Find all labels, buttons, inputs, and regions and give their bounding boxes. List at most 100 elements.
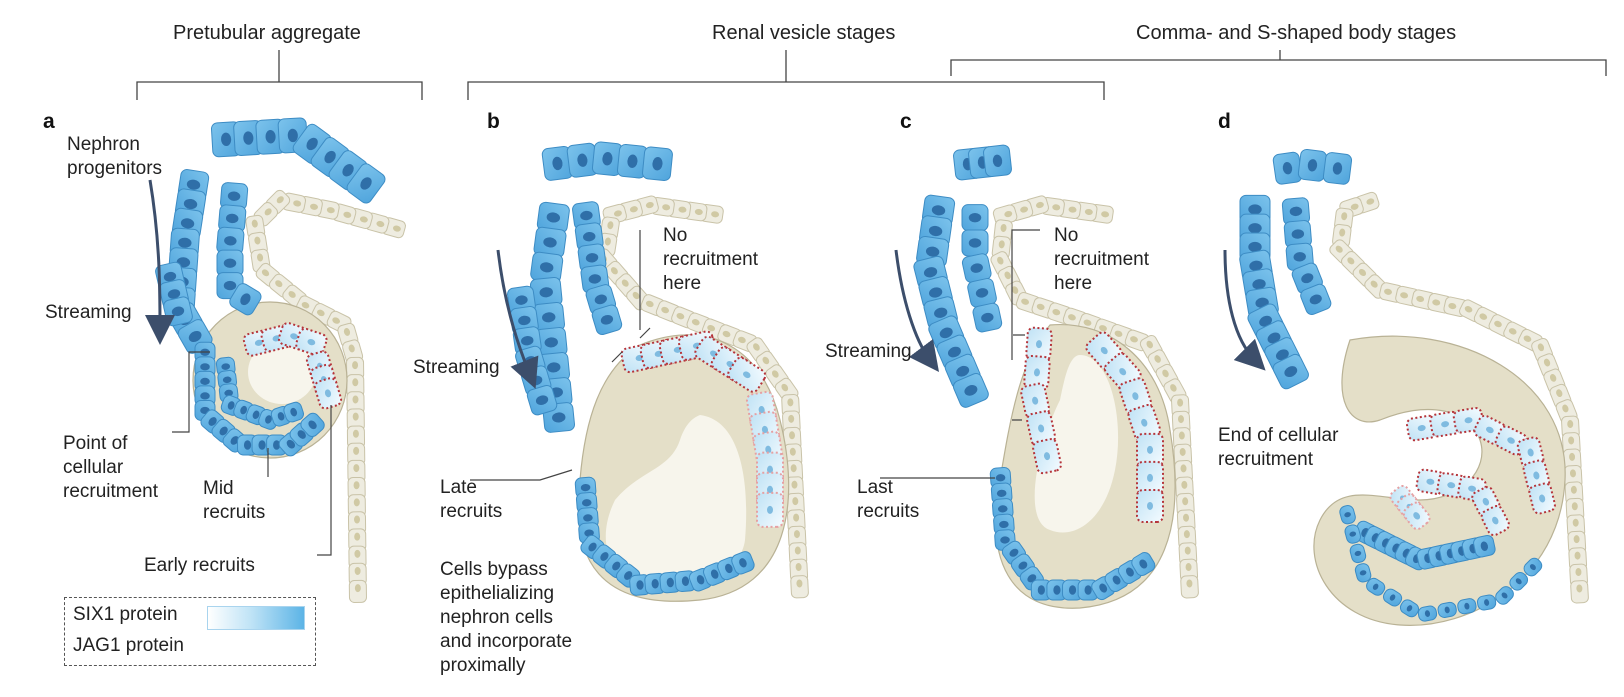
- progenitor-cell: [220, 182, 249, 211]
- progenitor-cell: [572, 201, 601, 230]
- jag1-cell: [1136, 460, 1164, 495]
- progenitor-cell: [229, 283, 262, 316]
- label-early-recruits: Early recruits: [144, 555, 255, 576]
- progenitor-cell: [1473, 534, 1496, 558]
- progenitor-cell: [300, 412, 325, 437]
- jag1-cell: [727, 356, 767, 393]
- legend-box: SIX1 protein JAG1 protein: [64, 597, 316, 666]
- epithelial-cell: [1180, 575, 1199, 599]
- epithelial-cell: [346, 408, 365, 432]
- epithelial-cell: [1570, 580, 1589, 604]
- progenitor-cell: [1437, 601, 1457, 618]
- legend-six1-label: SIX1 protein: [73, 604, 178, 625]
- label-no-recruitment-b: No recruitment here: [663, 225, 759, 294]
- progenitor-cell: [1339, 505, 1356, 525]
- progenitor-cell: [1281, 197, 1311, 226]
- epithelial-cell: [348, 562, 367, 586]
- jag1-cell: [1127, 404, 1162, 442]
- progenitor-cell: [1476, 594, 1497, 611]
- progenitor-cell: [1383, 588, 1403, 607]
- progenitor-cell: [591, 304, 623, 336]
- streaming-arrow: [894, 249, 939, 373]
- jag1-cell: [1528, 482, 1556, 515]
- progenitor-cell: [972, 302, 1003, 333]
- jag1-cell: [1118, 377, 1153, 415]
- progenitor-cell: [218, 204, 247, 233]
- progenitor-cell: [1457, 598, 1477, 615]
- progenitor-cell: [1322, 152, 1353, 185]
- leader-line: [611, 230, 651, 363]
- progenitor-cell: [530, 251, 564, 283]
- streaming-arrow: [496, 249, 539, 389]
- epithelial-cell: [346, 374, 365, 398]
- leader-line: [1011, 229, 1040, 421]
- progenitor-cell: [163, 296, 193, 327]
- progenitor-cell: [346, 163, 386, 204]
- panel-d-letter: d: [1218, 110, 1231, 133]
- epithelial-cell: [348, 579, 367, 603]
- progenitor-cell: [529, 276, 563, 308]
- progenitor-cell: [591, 141, 623, 176]
- progenitor-cell: [961, 253, 992, 283]
- label-streaming-b: Streaming: [413, 357, 500, 378]
- legend-six1-gradient: [207, 606, 305, 630]
- legend-jag1-label: JAG1 protein: [73, 635, 184, 656]
- progenitor-cell: [1131, 552, 1156, 576]
- label-last-recruits: Last recruits: [857, 477, 920, 522]
- s-shaped-body: [1313, 335, 1566, 626]
- renal-vesicle-lumen: [605, 415, 747, 584]
- aggregate-lumen: [248, 340, 316, 404]
- jag1-cell: [1136, 432, 1164, 467]
- progenitor-cell: [952, 373, 989, 408]
- progenitor-cell: [216, 249, 244, 277]
- progenitor-cell: [616, 143, 648, 179]
- progenitor-cell: [577, 243, 607, 273]
- label-point-of-recruitment: Point of cellular recruitment: [63, 433, 159, 502]
- streaming-arrow: [144, 179, 175, 345]
- progenitor-cell: [1272, 353, 1309, 390]
- jag1-cell: [313, 377, 343, 410]
- jag1-cell: [1025, 326, 1053, 362]
- progenitor-cell: [983, 144, 1012, 178]
- progenitor-cell: [566, 142, 599, 178]
- jag1-cell: [1032, 438, 1062, 475]
- progenitor-cell: [1509, 571, 1529, 591]
- label-bypass: Cells bypass epithelializing nephron cel…: [440, 559, 573, 676]
- progenitor-cell: [216, 226, 245, 255]
- progenitor-cell: [1349, 543, 1367, 564]
- label-end-recruitment: End of cellular recruitment: [1218, 425, 1339, 470]
- progenitor-cell: [1344, 524, 1361, 544]
- label-streaming-a: Streaming: [45, 302, 132, 323]
- epithelial-cell: [347, 476, 366, 501]
- epithelial-cell: [348, 545, 367, 569]
- jag1-cell: [295, 327, 328, 357]
- progenitor-cell: [1366, 577, 1386, 596]
- progenitor-cell: [967, 278, 997, 308]
- jag1-cell: [756, 491, 784, 528]
- header-brackets: [136, 50, 1607, 100]
- progenitor-cell: [961, 229, 989, 257]
- progenitor-cell: [731, 551, 755, 575]
- epithelial-cell: [346, 425, 366, 449]
- leader-line: [317, 405, 332, 556]
- header-renal-vesicle: Renal vesicle stages: [712, 22, 896, 44]
- label-nephron-progenitors: Nephron progenitors: [67, 134, 163, 179]
- leader-line: [470, 469, 573, 481]
- epithelial-cell: [790, 575, 809, 599]
- leader-line: [172, 351, 210, 433]
- header-pretubular: Pretubular aggregate: [173, 22, 361, 44]
- panel-a-letter: a: [43, 110, 55, 133]
- jag1-cell: [1136, 488, 1164, 523]
- progenitor-cell: [1272, 151, 1303, 185]
- progenitor-cell: [1297, 149, 1328, 182]
- progenitor-cell: [1495, 586, 1514, 605]
- label-no-recruitment-c: No recruitment here: [1054, 225, 1150, 294]
- progenitor-cell: [1354, 563, 1372, 583]
- progenitor-cell: [961, 204, 989, 232]
- progenitor-cell: [1417, 605, 1438, 622]
- progenitor-cell: [217, 370, 238, 390]
- progenitor-cell: [1300, 283, 1332, 316]
- header-comma-s: Comma- and S-shaped body stages: [1136, 22, 1457, 44]
- progenitor-cell: [1046, 579, 1068, 601]
- progenitor-cell: [283, 401, 304, 423]
